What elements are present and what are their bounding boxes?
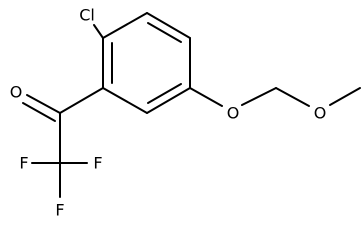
carbonyl-oxygen-label: O	[10, 83, 23, 102]
aryl-ether-oxygen-label: O	[227, 104, 240, 123]
structure-diagram: Cl O F F F O O	[10, 6, 361, 220]
ring-bond-c5-c6	[102, 87, 148, 114]
ring-bond-c4-c5-inner	[147, 83, 182, 104]
ring-bond-c1-c2	[102, 12, 148, 39]
bond-methoxy-oxygen-ch3	[329, 87, 361, 106]
fluorine-right-label: F	[93, 154, 102, 173]
bond-carbonyl-double-b	[22, 102, 56, 122]
bond-c1-cl	[93, 24, 104, 39]
bond-ether-oxygen-ch2	[241, 87, 277, 106]
bond-ring-ether-oxygen	[189, 87, 223, 107]
ring-bond-c4-c5	[146, 87, 191, 114]
bond-ch2-methoxy-oxygen	[275, 87, 310, 107]
bond-carbonyl-double-a	[26, 94, 61, 114]
fluorine-left-label: F	[19, 154, 28, 173]
chlorine-atom-label: Cl	[79, 6, 95, 25]
bond-ring-carbonyl	[59, 87, 104, 114]
fluorine-bottom-label: F	[55, 201, 64, 220]
methoxy-oxygen-label: O	[314, 104, 327, 123]
ring-bond-c2-c3-inner	[147, 22, 182, 43]
ring-bond-c2-c3	[146, 12, 191, 39]
benzene-ring	[102, 12, 191, 114]
